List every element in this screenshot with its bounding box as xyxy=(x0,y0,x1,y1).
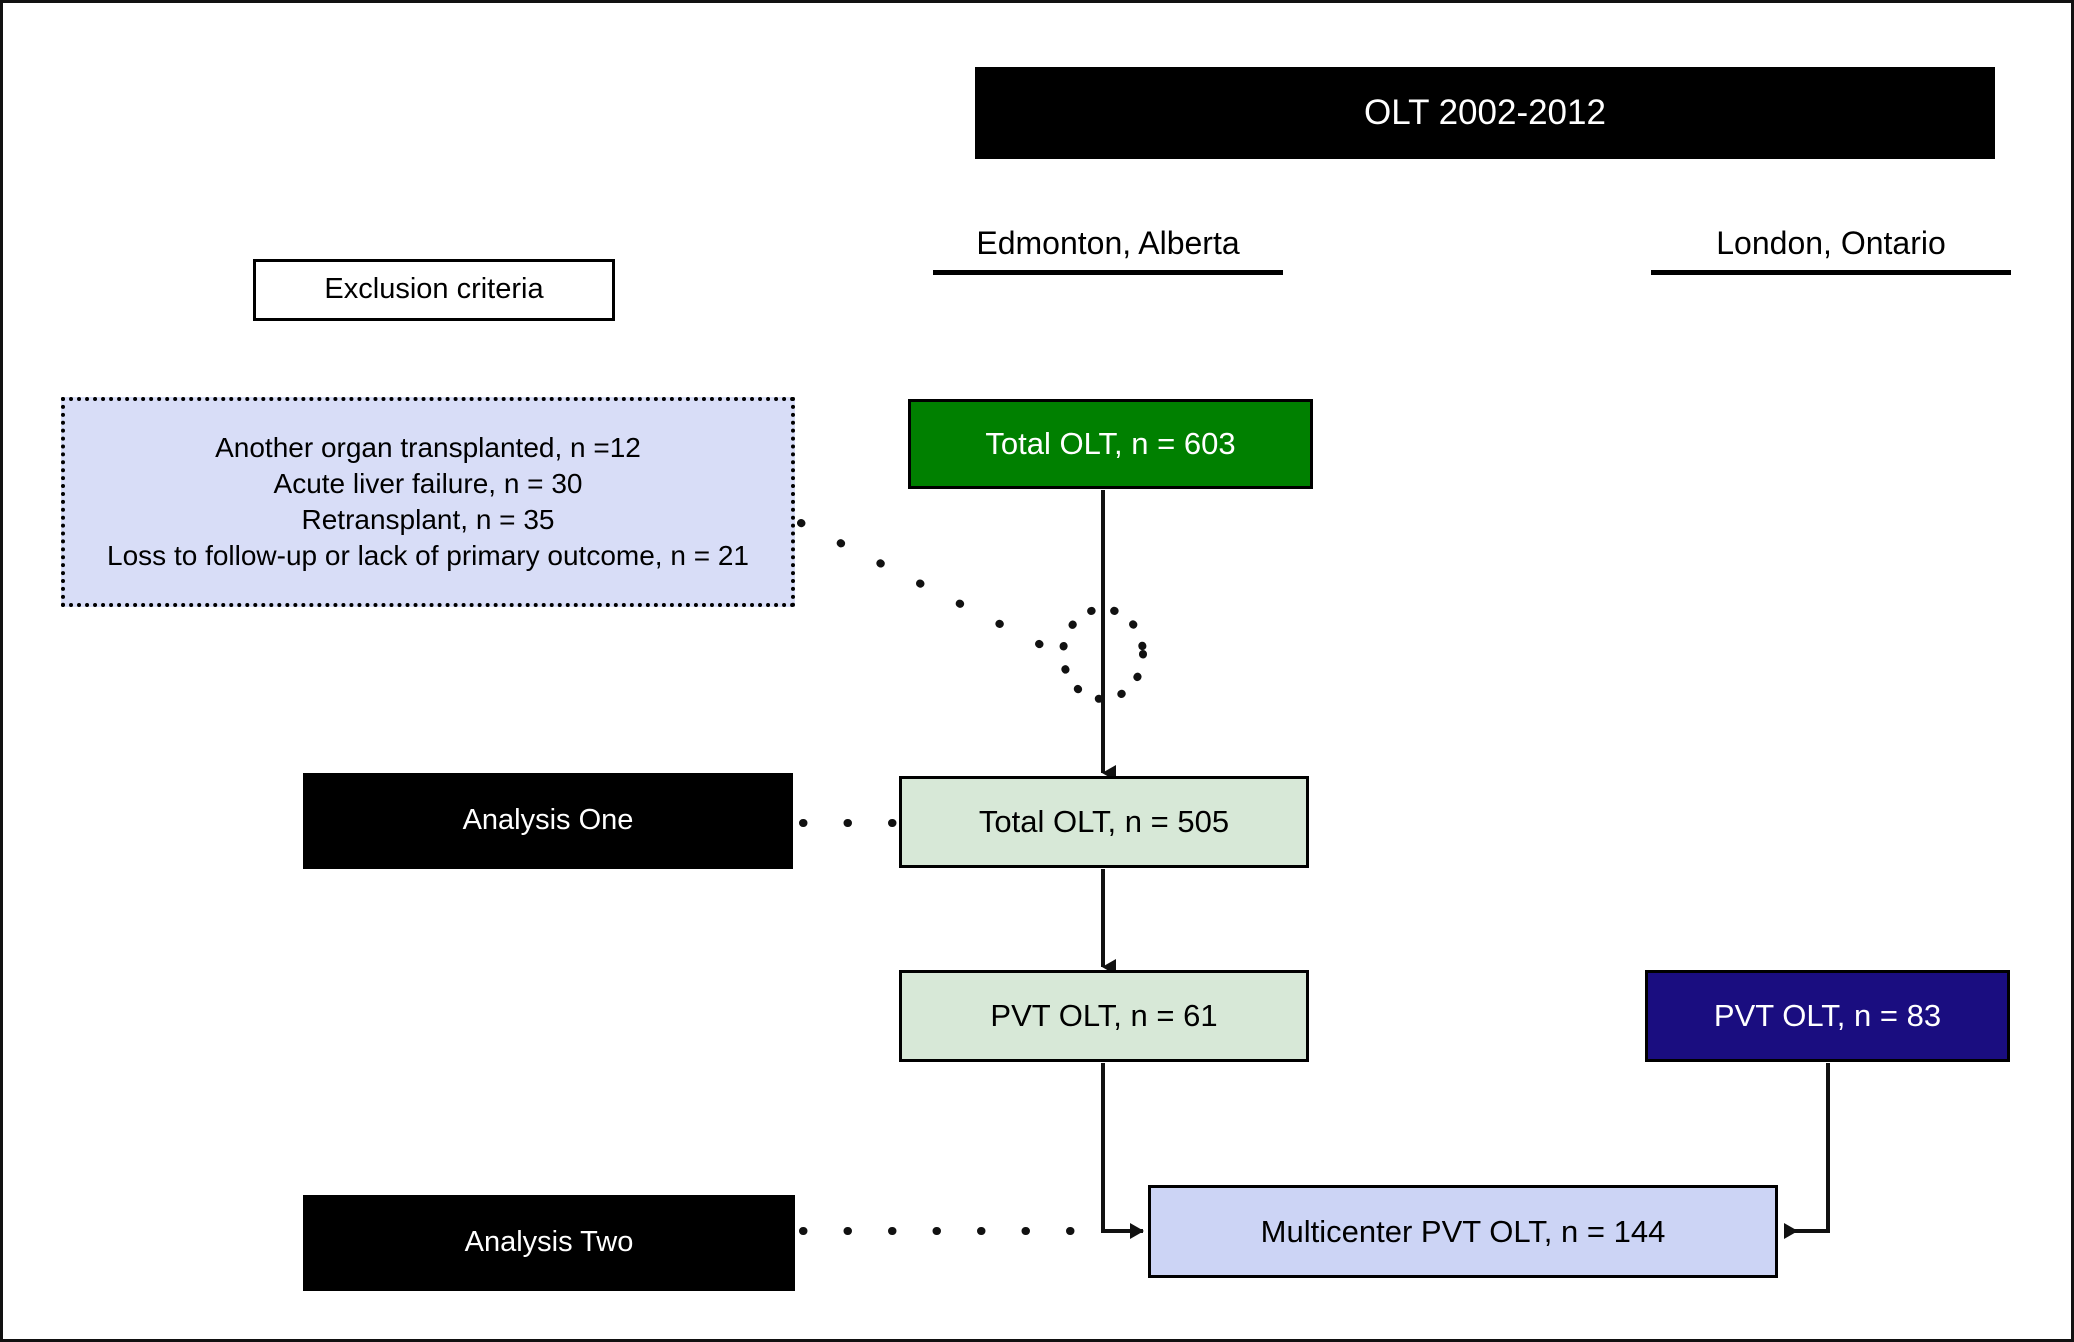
exclusion-item: Loss to follow-up or lack of primary out… xyxy=(107,539,749,571)
column-header-edmonton-label: Edmonton, Alberta xyxy=(976,225,1240,261)
column-header-london-rule xyxy=(1651,270,2011,275)
exclusion-item: Retransplant, n = 35 xyxy=(301,504,555,535)
connector-layer xyxy=(797,490,1830,1239)
node-pvt-olt-83: PVT OLT, n = 83 xyxy=(1645,970,2010,1062)
edge-pvt61-to-multicenter xyxy=(1101,1063,1144,1239)
edge-pvt83-to-multicenter xyxy=(1784,1063,1830,1239)
node-total-olt-603: Total OLT, n = 603 xyxy=(908,399,1313,489)
exclusion-item: Another organ transplanted, n =12 xyxy=(215,432,641,464)
column-header-edmonton: Edmonton, Alberta xyxy=(933,225,1283,285)
column-header-edmonton-rule xyxy=(933,270,1283,275)
node-multicenter-pvt-olt-144: Multicenter PVT OLT, n = 144 xyxy=(1148,1185,1778,1278)
label-analysis-one: Analysis One xyxy=(303,773,793,869)
exclusion-criteria-caption: Exclusion criteria xyxy=(253,259,615,321)
column-header-london-label: London, Ontario xyxy=(1716,225,1946,261)
exclusion-junction-ring xyxy=(1059,605,1147,703)
title-bar: OLT 2002-2012 xyxy=(975,67,1995,159)
exclusion-criteria-list: Another organ transplanted, n =12 Acute … xyxy=(61,397,795,607)
exclusion-item: Acute liver failure, n = 30 xyxy=(273,468,583,500)
column-header-london: London, Ontario xyxy=(1651,225,2011,285)
label-analysis-two: Analysis Two xyxy=(303,1195,795,1291)
node-total-olt-505: Total OLT, n = 505 xyxy=(899,776,1309,868)
edge-exclusion-dotted xyxy=(797,519,1057,655)
node-pvt-olt-61: PVT OLT, n = 61 xyxy=(899,970,1309,1062)
